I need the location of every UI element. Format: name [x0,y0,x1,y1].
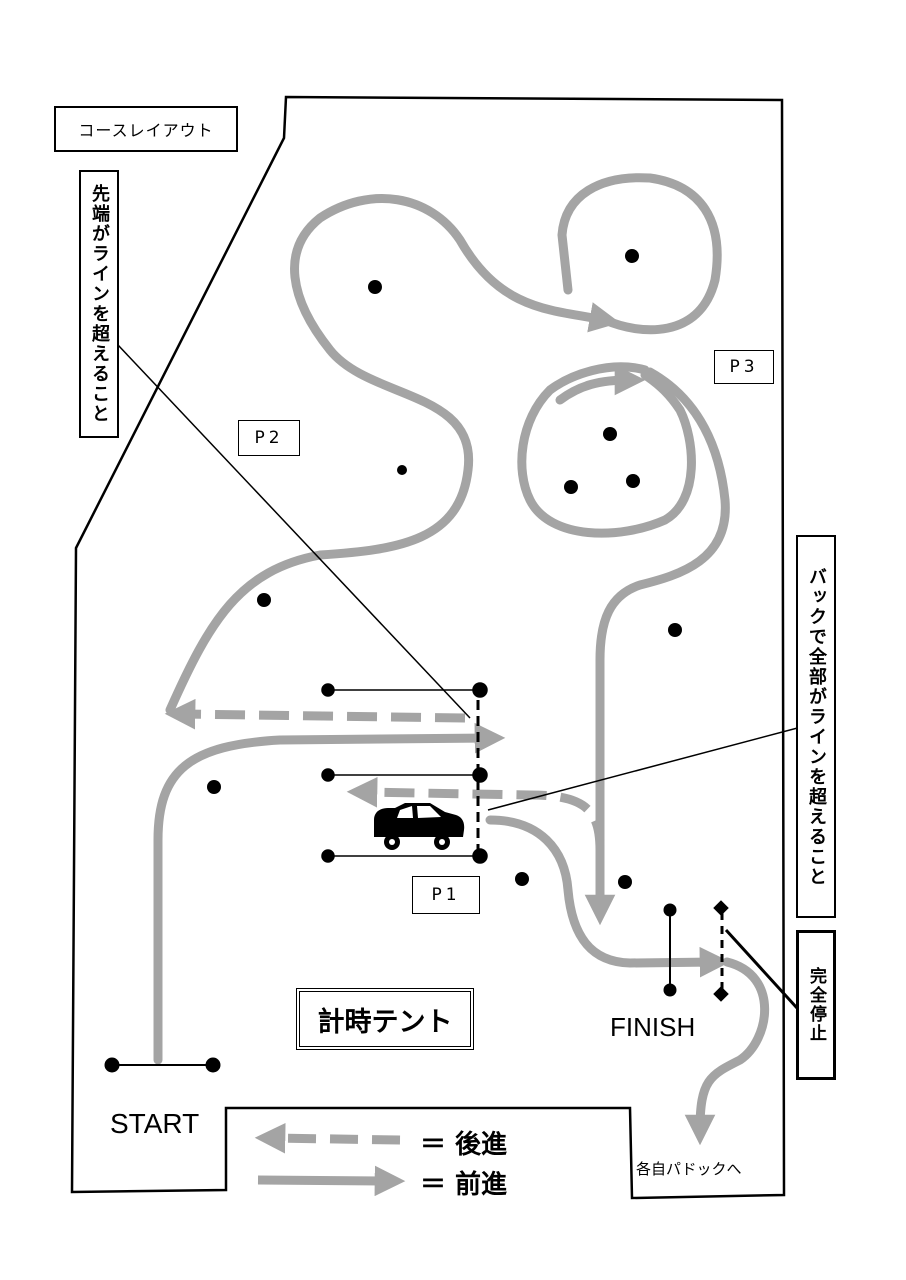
legend-forward-label: ＝ 前進 [420,1170,508,1200]
reverse-paths [164,698,605,851]
path-p3-small-loop [517,362,696,538]
note-back-over-line: バックで全部がラインを超えること [796,535,836,918]
pylon [626,474,640,488]
pylon [668,623,682,637]
path-p3-small-loop-arrow [555,364,646,405]
pylon [397,465,407,475]
course-boundary [70,95,786,1200]
reverse-path-p2 [164,698,466,730]
note-full-stop: 完全停止 [796,930,836,1080]
finish-line [663,900,729,1002]
p1-label: P1 [412,876,480,914]
pylons [207,249,682,889]
path-finish-to-paddock [684,957,770,1146]
p1-lanes [321,682,488,864]
legend-forward-arrow [257,1165,406,1197]
pylon [603,427,617,441]
pylon [564,480,578,494]
leader-lines [117,344,806,1010]
legend-reverse-label: ＝ 後進 [420,1130,508,1160]
p2-label: P2 [238,420,300,456]
paddock-label: 各自パドックへ [636,1160,742,1178]
page-title: コースレイアウト [54,106,238,152]
legend-reverse-arrow [254,1122,401,1154]
path-p3-to-finish [584,367,730,926]
start-label: START [110,1108,200,1139]
pylon [618,875,632,889]
pylon [515,872,529,886]
reverse-path-p1 [346,776,605,851]
legend-arrows [254,1122,406,1197]
pylon [207,780,221,794]
pylon [257,593,271,607]
p3-label: P3 [714,350,774,384]
note-front-over-line: 先端がラインを超えること [79,170,119,438]
timing-tent-label: 計時テント [296,988,474,1050]
path-start-to-p1 [153,722,506,1065]
path-p2-loop [165,194,621,715]
car-icon [374,803,465,850]
start-line [104,1057,221,1073]
pylon [625,249,639,263]
path-p3-big-loop [557,173,722,335]
pylon [368,280,382,294]
finish-label: FINISH [610,1012,696,1042]
path-p1-to-finish [485,815,731,978]
course-path [153,173,770,1146]
